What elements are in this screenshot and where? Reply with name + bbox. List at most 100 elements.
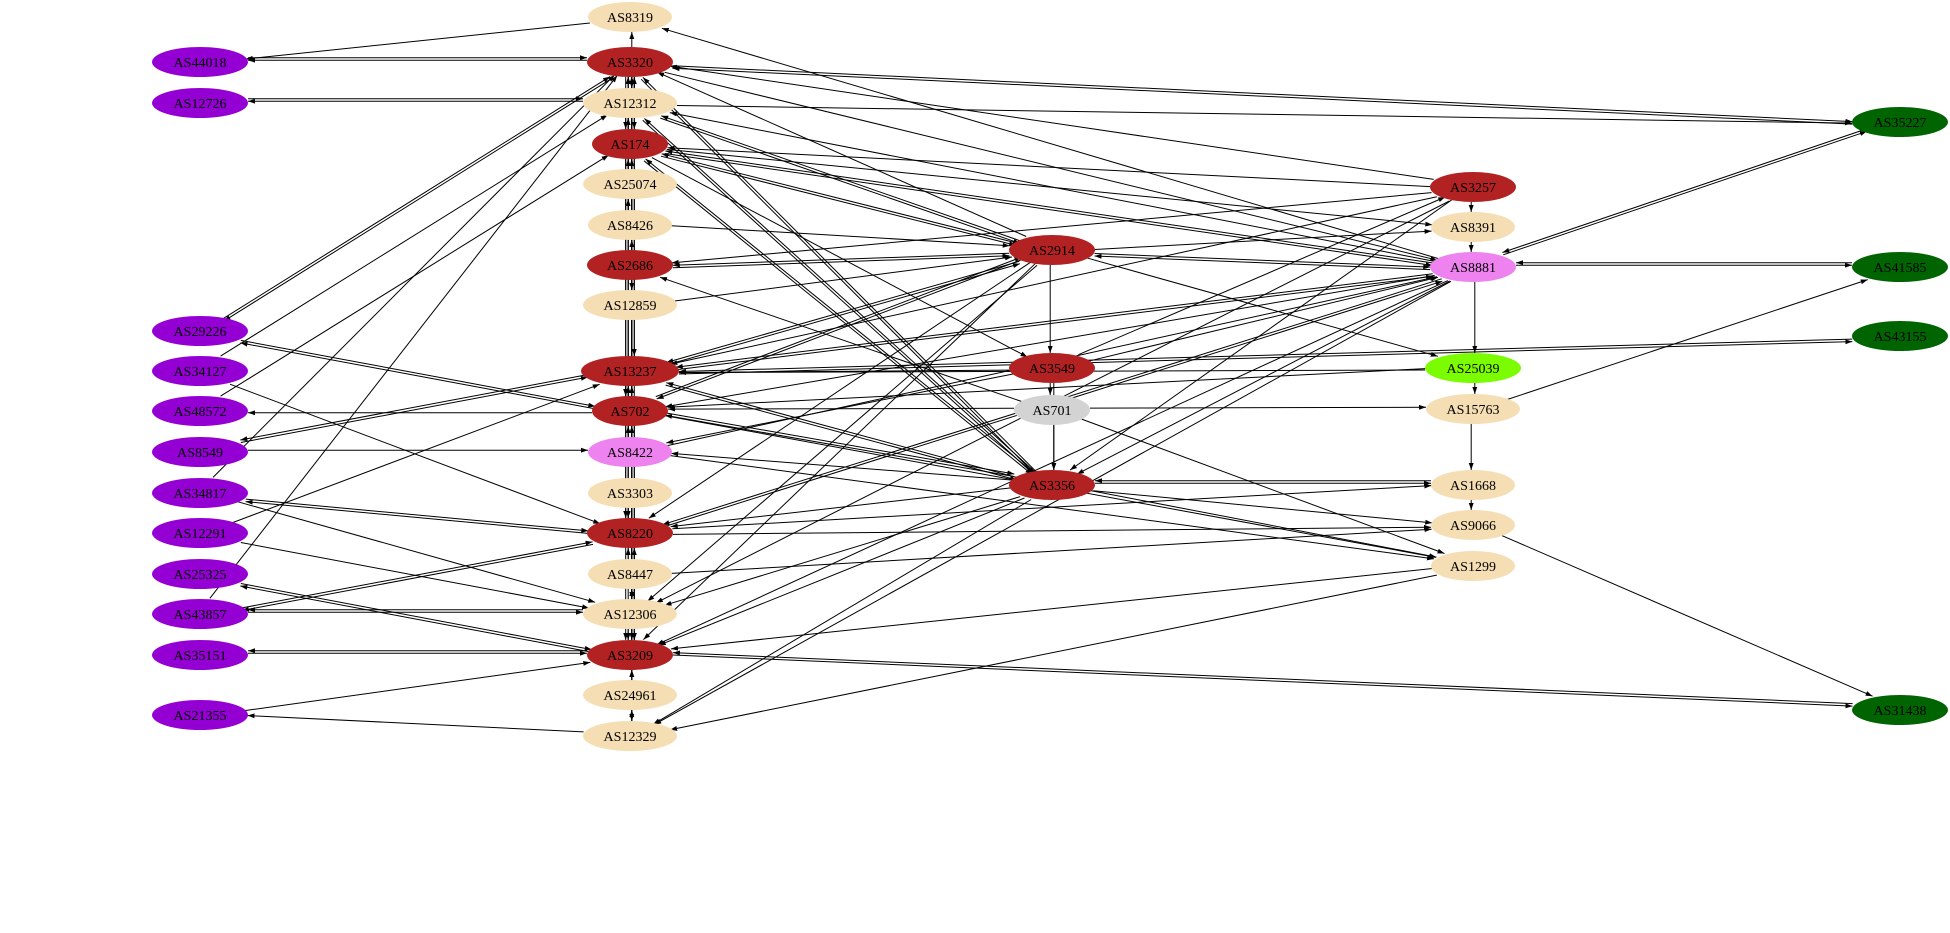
node-as3320[interactable]: AS3320 [587, 47, 673, 77]
node-ellipse[interactable] [592, 396, 668, 426]
edge-as25325-to-as3209 [240, 583, 592, 651]
node-ellipse[interactable] [1852, 107, 1948, 137]
node-as8881[interactable]: AS8881 [1430, 252, 1516, 282]
node-ellipse[interactable] [587, 518, 673, 548]
node-as1668[interactable]: AS1668 [1431, 470, 1515, 500]
node-as48572[interactable]: AS48572 [152, 396, 248, 426]
node-as12726[interactable]: AS12726 [152, 88, 248, 118]
node-ellipse[interactable] [1431, 470, 1515, 500]
node-ellipse[interactable] [588, 210, 672, 240]
node-label: AS702 [611, 405, 650, 420]
node-as25325[interactable]: AS25325 [152, 559, 248, 589]
node-as9066[interactable]: AS9066 [1431, 510, 1515, 540]
node-as25039[interactable]: AS25039 [1425, 353, 1521, 383]
node-as15763[interactable]: AS15763 [1426, 394, 1520, 424]
node-ellipse[interactable] [1425, 353, 1521, 383]
node-ellipse[interactable] [1009, 470, 1095, 500]
node-as21355[interactable]: AS21355 [152, 700, 248, 730]
node-ellipse[interactable] [592, 129, 668, 159]
node-ellipse[interactable] [152, 599, 248, 629]
node-as41585[interactable]: AS41585 [1852, 252, 1948, 282]
node-ellipse[interactable] [587, 47, 673, 77]
node-ellipse[interactable] [581, 356, 679, 386]
node-as3209[interactable]: AS3209 [587, 640, 673, 670]
node-as12859[interactable]: AS12859 [583, 290, 677, 320]
node-as3257[interactable]: AS3257 [1430, 172, 1516, 202]
node-as34127[interactable]: AS34127 [152, 356, 248, 386]
node-ellipse[interactable] [588, 478, 672, 508]
node-ellipse[interactable] [152, 356, 248, 386]
node-label: AS8220 [607, 527, 653, 542]
node-as29226[interactable]: AS29226 [152, 316, 248, 346]
edge-as13237-to-as8881 [675, 274, 1434, 371]
node-ellipse[interactable] [587, 640, 673, 670]
node-ellipse[interactable] [152, 47, 248, 77]
node-ellipse[interactable] [152, 396, 248, 426]
node-ellipse[interactable] [583, 721, 677, 751]
node-as12291[interactable]: AS12291 [152, 518, 248, 548]
node-ellipse[interactable] [1430, 252, 1516, 282]
node-as174[interactable]: AS174 [592, 129, 668, 159]
node-as12306[interactable]: AS12306 [583, 599, 677, 629]
node-ellipse[interactable] [583, 88, 677, 118]
node-ellipse[interactable] [588, 437, 672, 467]
node-ellipse[interactable] [152, 640, 248, 670]
node-as8549[interactable]: AS8549 [152, 437, 248, 467]
node-label: AS9066 [1450, 519, 1496, 534]
node-as2686[interactable]: AS2686 [587, 250, 673, 280]
edge-as2914-to-as8220 [648, 261, 1032, 519]
node-as34817[interactable]: AS34817 [152, 478, 248, 508]
node-as8426[interactable]: AS8426 [588, 210, 672, 240]
node-ellipse[interactable] [1014, 395, 1090, 425]
node-as2914[interactable]: AS2914 [1009, 235, 1095, 265]
node-ellipse[interactable] [588, 2, 672, 32]
node-as701[interactable]: AS701 [1014, 395, 1090, 425]
node-as8447[interactable]: AS8447 [588, 559, 672, 589]
node-as13237[interactable]: AS13237 [581, 356, 679, 386]
node-as25074[interactable]: AS25074 [583, 169, 677, 199]
node-as3549[interactable]: AS3549 [1009, 353, 1095, 383]
node-ellipse[interactable] [1852, 252, 1948, 282]
edges-layer [209, 22, 1873, 733]
node-ellipse[interactable] [1852, 695, 1948, 725]
node-as8319[interactable]: AS8319 [588, 2, 672, 32]
node-ellipse[interactable] [1009, 235, 1095, 265]
node-ellipse[interactable] [583, 290, 677, 320]
edge-as8422-to-as1299 [669, 455, 1435, 561]
node-ellipse[interactable] [152, 559, 248, 589]
node-as43857[interactable]: AS43857 [152, 599, 248, 629]
node-ellipse[interactable] [152, 518, 248, 548]
node-ellipse[interactable] [152, 88, 248, 118]
node-as31438[interactable]: AS31438 [1852, 695, 1948, 725]
node-ellipse[interactable] [1009, 353, 1095, 383]
node-as24961[interactable]: AS24961 [583, 680, 677, 710]
node-as8422[interactable]: AS8422 [588, 437, 672, 467]
node-ellipse[interactable] [583, 169, 677, 199]
node-as35227[interactable]: AS35227 [1852, 107, 1948, 137]
node-as3303[interactable]: AS3303 [588, 478, 672, 508]
node-as35151[interactable]: AS35151 [152, 640, 248, 670]
node-as44018[interactable]: AS44018 [152, 47, 248, 77]
node-ellipse[interactable] [583, 599, 677, 629]
node-ellipse[interactable] [588, 559, 672, 589]
node-as8391[interactable]: AS8391 [1431, 212, 1515, 242]
node-ellipse[interactable] [152, 478, 248, 508]
node-ellipse[interactable] [152, 437, 248, 467]
node-as8220[interactable]: AS8220 [587, 518, 673, 548]
node-as12329[interactable]: AS12329 [583, 721, 677, 751]
node-ellipse[interactable] [1431, 551, 1515, 581]
node-ellipse[interactable] [1430, 172, 1516, 202]
node-as702[interactable]: AS702 [592, 396, 668, 426]
node-as3356[interactable]: AS3356 [1009, 470, 1095, 500]
node-ellipse[interactable] [583, 680, 677, 710]
node-ellipse[interactable] [1431, 510, 1515, 540]
node-ellipse[interactable] [1431, 212, 1515, 242]
node-ellipse[interactable] [1426, 394, 1520, 424]
node-as12312[interactable]: AS12312 [583, 88, 677, 118]
node-ellipse[interactable] [152, 700, 248, 730]
node-as43155[interactable]: AS43155 [1852, 321, 1948, 351]
node-ellipse[interactable] [152, 316, 248, 346]
node-ellipse[interactable] [1852, 321, 1948, 351]
node-as1299[interactable]: AS1299 [1431, 551, 1515, 581]
node-ellipse[interactable] [587, 250, 673, 280]
